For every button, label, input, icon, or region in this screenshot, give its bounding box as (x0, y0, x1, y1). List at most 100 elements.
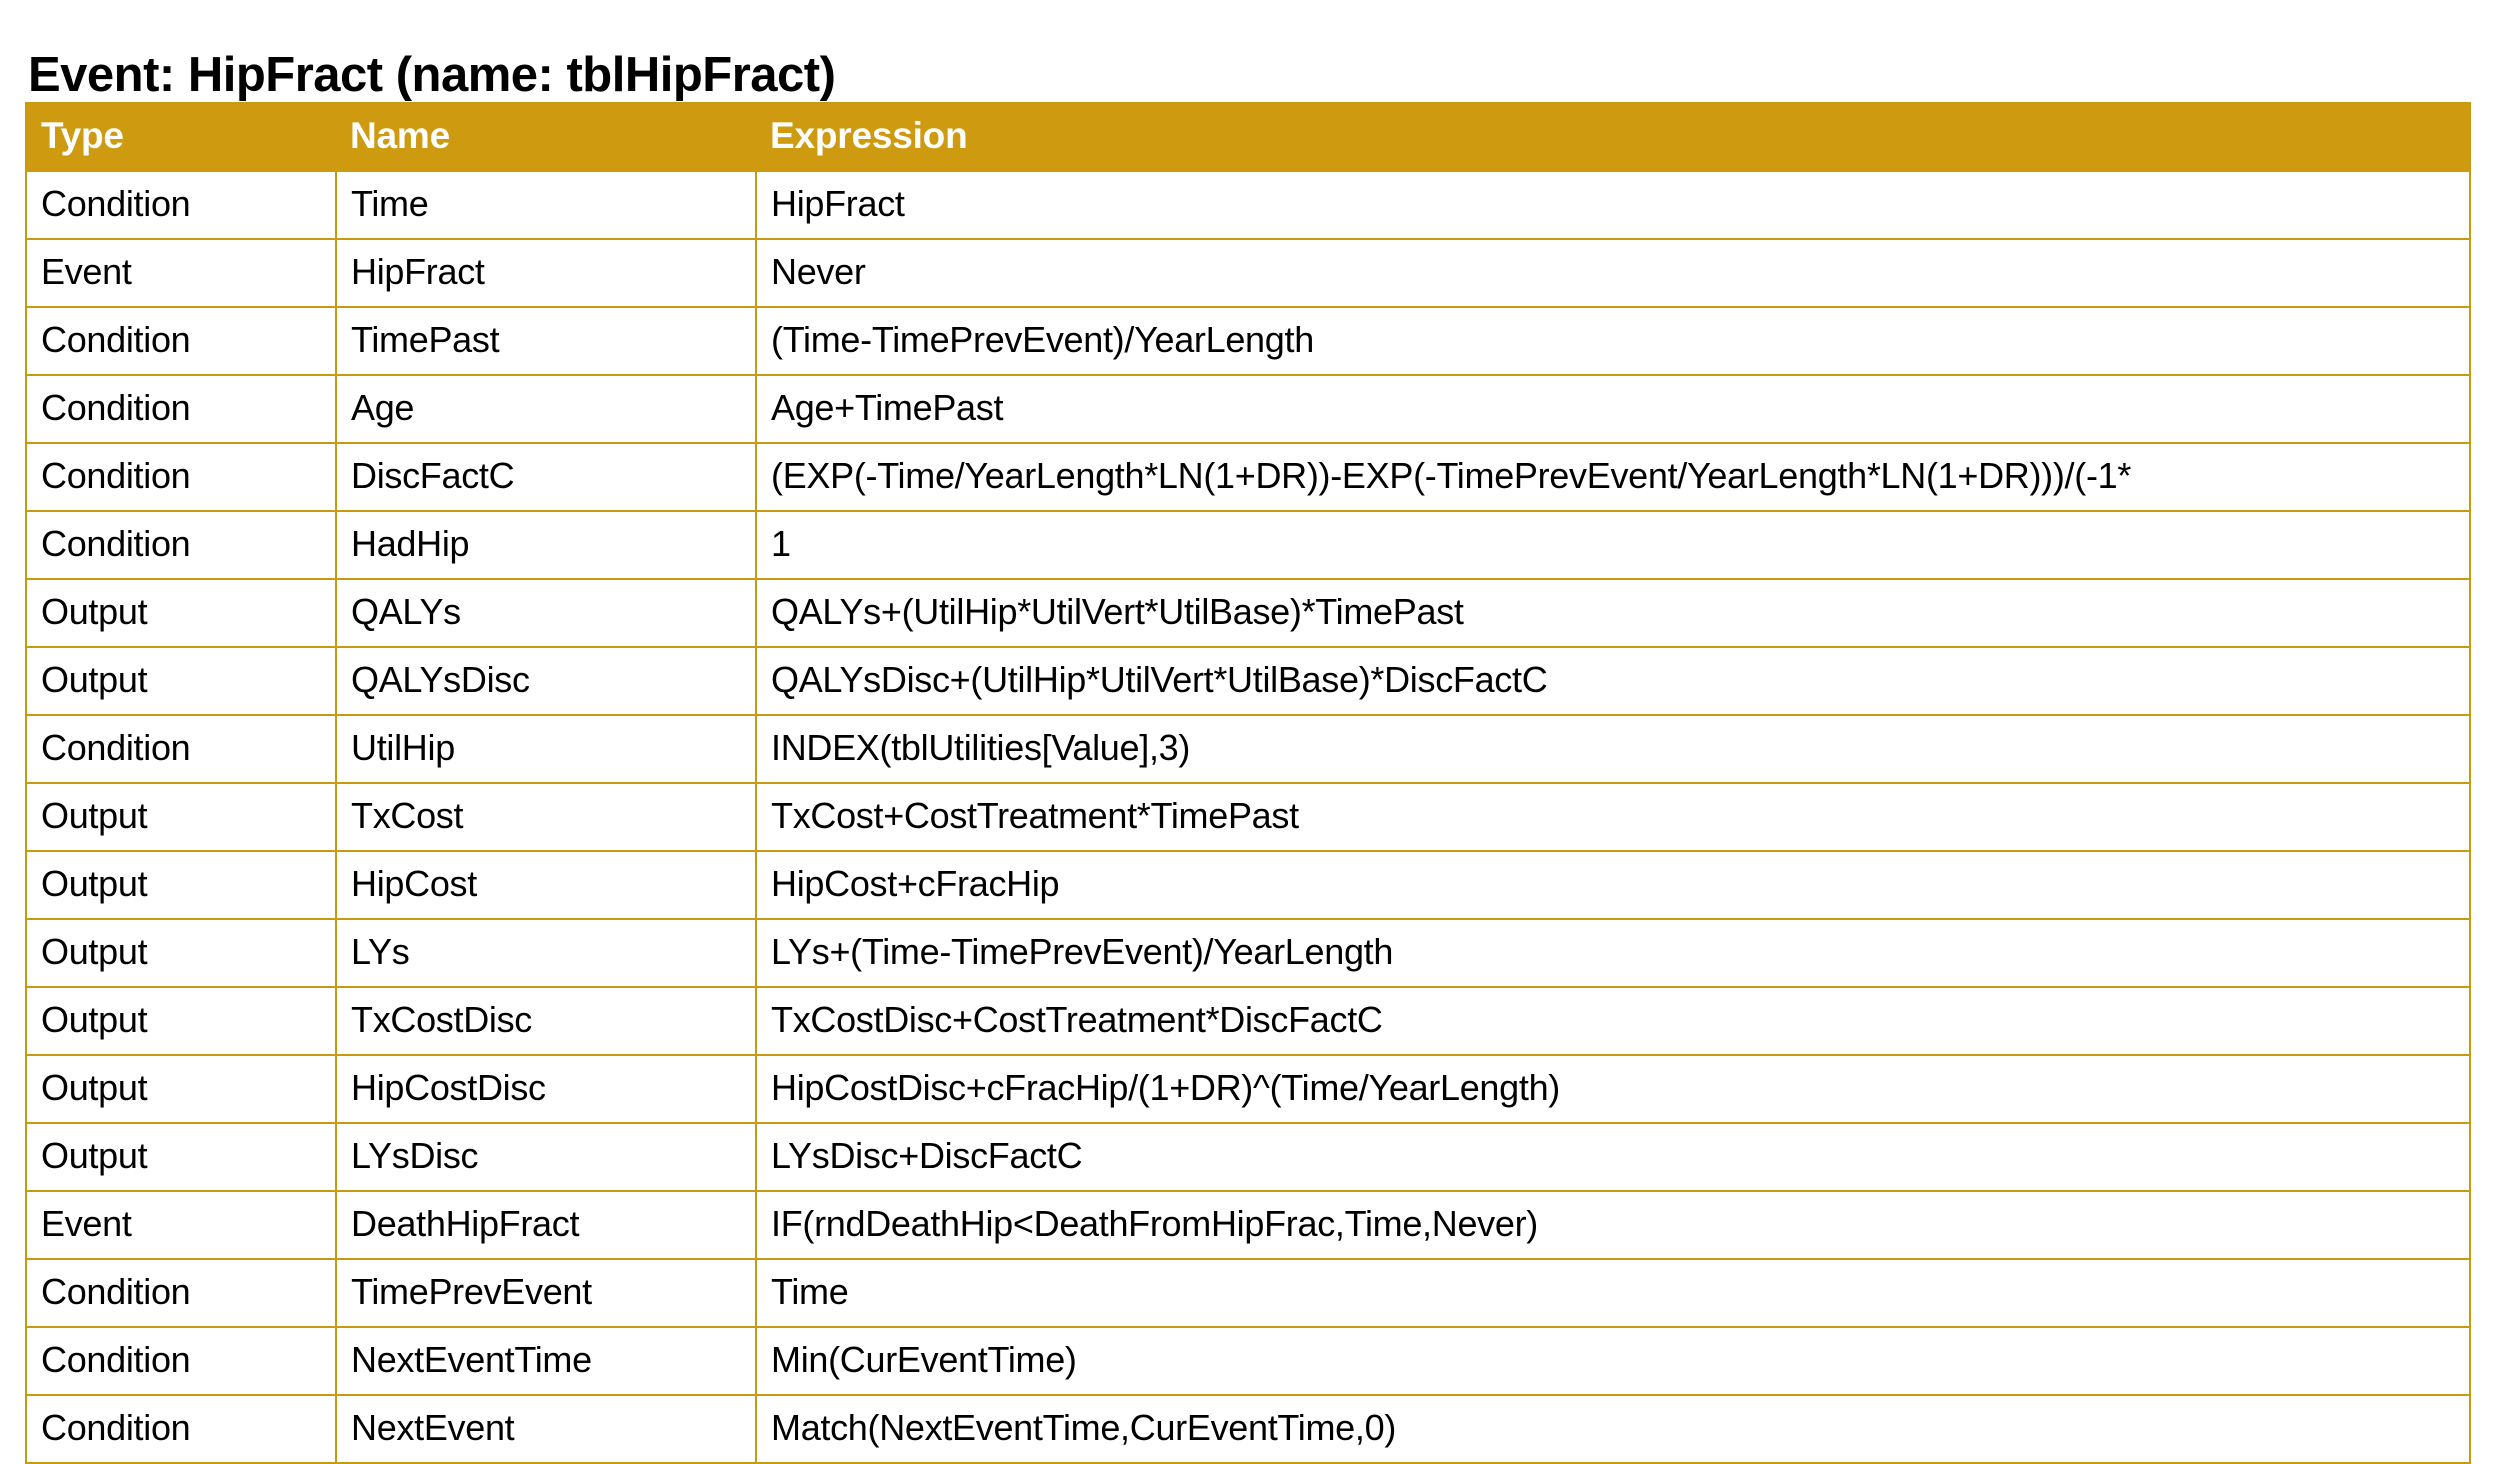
cell-expression: Min(CurEventTime) (755, 1327, 2470, 1396)
cell-expression-text: HipCostDisc+cFracHip/(1+DR)^(Time/YearLe… (771, 1067, 1560, 1108)
cell-name-text: HipFract (351, 251, 485, 292)
cell-name: Age (335, 375, 757, 444)
cell-expression: Never (755, 239, 2470, 308)
table-row: Output QALYsDisc QALYsDisc+(UtilHip*UtilVe… (26, 647, 2470, 716)
cell-name-text: Time (351, 183, 429, 224)
cell-name: LYs (335, 919, 757, 988)
cell-expression: TxCost+CostTreatment*TimePast (755, 783, 2470, 852)
cell-name-text: NextEvent (351, 1407, 515, 1448)
cell-expression-text: LYs+(Time-TimePrevEvent)/YearLength (771, 931, 1394, 972)
cell-type-text: Condition (41, 523, 191, 564)
cell-name: QALYsDisc (335, 647, 757, 716)
cell-expression: QALYs+(UtilHip*UtilVert*UtilBase)*TimePa… (755, 579, 2470, 648)
cell-type-text: Condition (41, 387, 191, 428)
cell-expression-text: QALYsDisc+(UtilHip*UtilVert*UtilBase)*Di… (771, 659, 1548, 700)
cell-expression-text: 1 (771, 523, 791, 564)
cell-name: TimePrevEvent (335, 1259, 757, 1328)
cell-expression: Age+TimePast (755, 375, 2470, 444)
cell-expression-text: QALYs+(UtilHip*UtilVert*UtilBase)*TimePa… (771, 591, 1464, 632)
cell-expression-text: Age+TimePast (771, 387, 1004, 428)
cell-type-text: Condition (41, 183, 191, 224)
table-row: Condition TimePrevEvent Time (26, 1259, 2470, 1328)
column-header-expression: Expression (756, 103, 2470, 172)
cell-name-text: UtilHip (351, 727, 455, 768)
cell-type-text: Output (41, 591, 148, 632)
column-header-name: Name (336, 103, 756, 172)
cell-name-text: DiscFactC (351, 455, 515, 496)
cell-type-text: Condition (41, 319, 191, 360)
cell-expression: Time (755, 1259, 2470, 1328)
cell-type-text: Event (41, 1203, 132, 1244)
cell-type-text: Output (41, 795, 148, 836)
cell-name-text: QALYs (351, 591, 461, 632)
table-row: Output TxCost TxCost+CostTreatment*TimePas… (26, 783, 2470, 852)
page-title: Event: HipFract (name: tblHipFract) (28, 47, 836, 102)
cell-name: DiscFactC (335, 443, 757, 512)
table-row: Output QALYs QALYs+(UtilHip*UtilVert*UtilB… (26, 579, 2470, 648)
cell-type-text: Output (41, 1135, 148, 1176)
cell-name: NextEventTime (335, 1327, 757, 1396)
cell-type: Output (26, 987, 337, 1056)
cell-expression: QALYsDisc+(UtilHip*UtilVert*UtilBase)*Di… (755, 647, 2470, 716)
cell-expression-text: (EXP(-Time/YearLength*LN(1+DR))-EXP(-Tim… (771, 455, 2132, 496)
cell-type-text: Output (41, 931, 148, 972)
cell-name-text: HadHip (351, 523, 470, 564)
cell-name-text: HipCostDisc (351, 1067, 546, 1108)
cell-name: TxCost (335, 783, 757, 852)
cell-type-text: Output (41, 1067, 148, 1108)
cell-expression: 1 (755, 511, 2470, 580)
cell-name: HadHip (335, 511, 757, 580)
cell-name-text: LYs (351, 931, 410, 972)
cell-name-text: TimePast (351, 319, 500, 360)
cell-type: Condition (26, 375, 337, 444)
cell-type: Output (26, 647, 337, 716)
cell-expression: (Time-TimePrevEvent)/YearLength (755, 307, 2470, 376)
cell-type-text: Output (41, 863, 148, 904)
cell-expression-text: HipCost+cFracHip (771, 863, 1060, 904)
cell-name-text: TxCost (351, 795, 464, 836)
cell-name: NextEvent (335, 1395, 757, 1463)
cell-name: HipCostDisc (335, 1055, 757, 1124)
table-row: Condition NextEventTime Min(CurEventTime) (26, 1327, 2470, 1396)
table-row: Condition TimePast (Time-TimePrevEvent)/Ye… (26, 307, 2470, 376)
cell-name: Time (335, 172, 757, 240)
cell-type-text: Condition (41, 1271, 191, 1312)
table-row: Condition HadHip 1 (26, 511, 2470, 580)
cell-name: DeathHipFract (335, 1191, 757, 1260)
cell-type: Output (26, 1123, 337, 1192)
cell-name-text: QALYsDisc (351, 659, 530, 700)
cell-type: Output (26, 1055, 337, 1124)
cell-name-text: NextEventTime (351, 1339, 592, 1380)
cell-expression-text: TxCostDisc+CostTreatment*DiscFactC (771, 999, 1383, 1040)
cell-expression-text: Match(NextEventTime,CurEventTime,0) (771, 1407, 1397, 1448)
cell-expression: Match(NextEventTime,CurEventTime,0) (755, 1395, 2470, 1463)
cell-name: LYsDisc (335, 1123, 757, 1192)
cell-type: Output (26, 783, 337, 852)
cell-expression: (EXP(-Time/YearLength*LN(1+DR))-EXP(-Tim… (755, 443, 2470, 512)
cell-type-text: Output (41, 659, 148, 700)
cell-expression: LYs+(Time-TimePrevEvent)/YearLength (755, 919, 2470, 988)
cell-type-text: Condition (41, 727, 191, 768)
table-row: Condition NextEvent Match(NextEventTime,Cu… (26, 1395, 2470, 1463)
cell-expression-text: INDEX(tblUtilities[Value],3) (771, 727, 1191, 768)
cell-name-text: DeathHipFract (351, 1203, 580, 1244)
cell-type: Condition (26, 715, 337, 784)
cell-type: Condition (26, 172, 337, 240)
cell-name-text: Age (351, 387, 415, 428)
cell-type: Condition (26, 1395, 337, 1463)
cell-expression-text: Time (771, 1271, 849, 1312)
cell-type-text: Condition (41, 1339, 191, 1380)
cell-type: Condition (26, 1327, 337, 1396)
table-header: Type Name Expression (26, 103, 2470, 172)
cell-type: Output (26, 579, 337, 648)
cell-name: HipCost (335, 851, 757, 920)
cell-expression: TxCostDisc+CostTreatment*DiscFactC (755, 987, 2470, 1056)
cell-expression: HipCostDisc+cFracHip/(1+DR)^(Time/YearLe… (755, 1055, 2470, 1124)
cell-expression-text: TxCost+CostTreatment*TimePast (771, 795, 1299, 836)
